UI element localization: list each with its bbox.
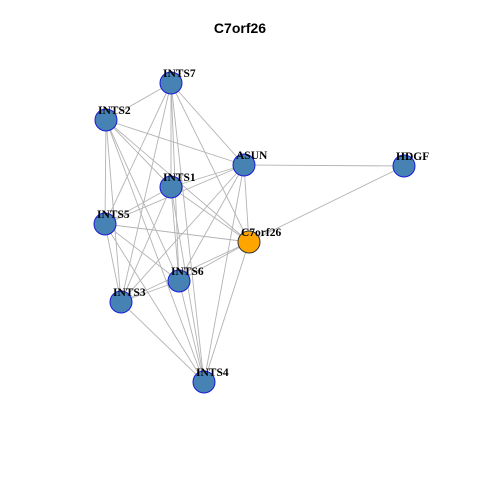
nodes-layer xyxy=(93,71,416,394)
edge-ints1-ints5 xyxy=(104,186,172,225)
node-ints5[interactable] xyxy=(93,212,117,236)
node-label-ints4: INTS4 xyxy=(196,367,229,379)
node-ints4[interactable] xyxy=(192,370,216,394)
node-asun[interactable] xyxy=(232,153,256,177)
edge-ints1-ints3 xyxy=(120,186,172,303)
edge-ints7-ints3 xyxy=(120,82,172,303)
edge-ints5-ints3 xyxy=(104,223,122,303)
node-label-ints6: INTS6 xyxy=(171,266,204,278)
edge-ints5-ints6 xyxy=(104,223,180,282)
edge-ints5-ints4 xyxy=(104,223,205,383)
node-label-ints3: INTS3 xyxy=(113,287,146,299)
edge-asun-hdgf xyxy=(243,164,405,167)
node-label-ints7: INTS7 xyxy=(163,68,196,80)
node-hdgf[interactable] xyxy=(392,154,416,178)
edge-asun-ints1 xyxy=(170,164,245,188)
edge-ints3-ints4 xyxy=(120,301,205,383)
edge-ints1-ints6 xyxy=(170,186,180,282)
edge-ints1-c7orf26 xyxy=(170,186,250,243)
edge-c7orf26-ints4 xyxy=(203,241,250,383)
edge-ints2-ints5 xyxy=(104,119,107,225)
node-ints1[interactable] xyxy=(159,175,183,199)
node-label-asun: ASUN xyxy=(236,150,268,162)
node-c7orf26[interactable] xyxy=(237,230,261,254)
edge-ints7-ints4 xyxy=(170,82,205,383)
edge-hdgf-c7orf26 xyxy=(248,165,405,243)
edge-c7orf26-ints6 xyxy=(178,241,250,282)
node-label-ints5: INTS5 xyxy=(97,209,130,221)
node-label-c7orf26: C7orf26 xyxy=(241,227,281,239)
node-ints6[interactable] xyxy=(167,269,191,293)
edge-ints7-asun xyxy=(170,82,245,166)
edge-asun-ints6 xyxy=(178,164,245,282)
edge-ints7-c7orf26 xyxy=(170,82,250,243)
edge-ints2-asun xyxy=(105,119,245,166)
node-label-hdgf: HDGF xyxy=(396,151,429,163)
edge-ints6-ints4 xyxy=(178,280,205,383)
graph-title: C7orf26 xyxy=(213,20,267,36)
edge-asun-ints4 xyxy=(203,164,245,383)
edge-ints2-ints3 xyxy=(105,119,122,303)
node-ints2[interactable] xyxy=(94,108,118,132)
node-label-ints1: INTS1 xyxy=(163,172,196,184)
edge-ints2-ints1 xyxy=(105,119,172,188)
node-label-ints2: INTS2 xyxy=(98,105,131,117)
edge-ints2-ints6 xyxy=(105,119,180,282)
edge-ints7-ints2 xyxy=(105,82,172,121)
edge-ints5-c7orf26 xyxy=(104,223,250,243)
node-ints7[interactable] xyxy=(159,71,183,95)
edge-ints2-ints4 xyxy=(105,119,205,383)
edge-asun-c7orf26 xyxy=(243,164,250,243)
node-ints3[interactable] xyxy=(109,290,133,314)
